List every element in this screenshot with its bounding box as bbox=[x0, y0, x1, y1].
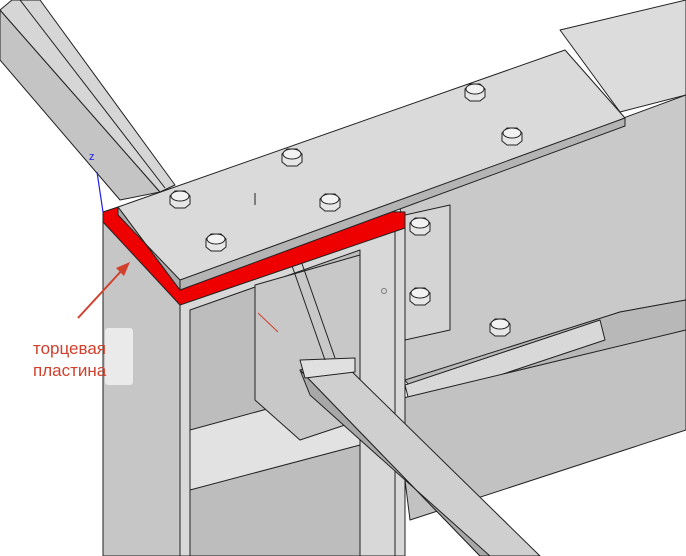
main-beam bbox=[394, 0, 686, 521]
bolt-icon bbox=[409, 217, 431, 236]
red-tick bbox=[257, 312, 279, 333]
z-axis-label: z bbox=[89, 151, 95, 163]
bolt-icon bbox=[489, 318, 511, 337]
bolt-icon bbox=[205, 233, 227, 252]
annotation-line-1: торцевая bbox=[33, 339, 107, 358]
bolt-icon bbox=[409, 287, 431, 306]
bolt-icon bbox=[319, 193, 341, 212]
annotation-label: торцевая пластина bbox=[33, 338, 106, 382]
top-plate bbox=[117, 49, 626, 291]
diagonal-brace bbox=[289, 257, 541, 556]
bolt-icon bbox=[464, 83, 486, 102]
origin-marker bbox=[381, 288, 387, 294]
annotation-arrow bbox=[77, 262, 130, 319]
annotation-box bbox=[105, 328, 133, 385]
bolt-icon bbox=[169, 190, 191, 209]
bolt-icon bbox=[501, 127, 523, 146]
bolt-icon bbox=[281, 148, 303, 167]
z-axis-line bbox=[96, 171, 104, 213]
diagonal-beam bbox=[0, 0, 176, 201]
annotation-line-2: пластина bbox=[33, 361, 107, 380]
column bbox=[102, 214, 406, 556]
bolts bbox=[169, 83, 523, 337]
